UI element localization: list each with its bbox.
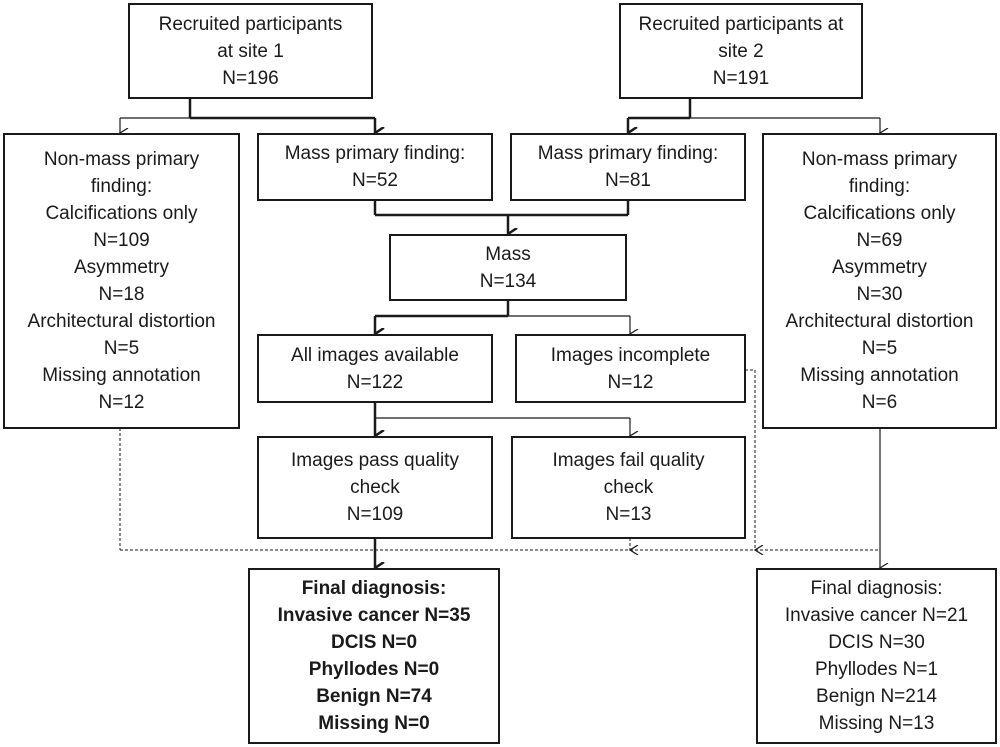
incomplete-line-2: N=12 <box>607 371 654 393</box>
images-incomplete-box: Images incomplete N=12 <box>515 334 746 403</box>
site2-nonmass-box: Non-mass primary finding: Calcifications… <box>762 133 997 429</box>
fail-quality-box: Images fail quality check N=13 <box>511 436 746 539</box>
final-right-line-5: Benign N=214 <box>816 686 937 707</box>
nonmass2-line-7: Architectural distortion <box>785 311 974 332</box>
final-diagnosis-mass-box: Final diagnosis: Invasive cancer N=35 DC… <box>248 568 500 744</box>
final-right-line-1: Final diagnosis: <box>810 578 943 599</box>
nonmass1-line-10: N=12 <box>98 392 145 413</box>
site2-mass-box: Mass primary finding: N=81 <box>510 133 746 201</box>
nonmass1-line-4: N=109 <box>93 230 150 251</box>
nonmass1-line-9: Missing annotation <box>42 365 201 386</box>
nonmass2-line-2: finding: <box>848 176 911 197</box>
final-right-line-6: Missing N=13 <box>818 713 935 734</box>
mass1-line-2: N=52 <box>352 170 398 191</box>
all-images-line-2: N=122 <box>346 371 404 393</box>
nonmass2-line-6: N=30 <box>856 284 903 305</box>
nonmass2-line-1: Non-mass primary <box>801 149 958 170</box>
final-right-line-3: DCIS N=30 <box>828 632 925 653</box>
nonmass2-line-5: Asymmetry <box>832 257 927 278</box>
site2-line-2: site 2 <box>718 40 764 62</box>
final-left-line-3: DCIS N=0 <box>330 632 418 653</box>
connector-quality-split <box>373 402 630 436</box>
site2-line-3: N=191 <box>712 67 770 89</box>
fail-qc-line-1: Images fail quality <box>552 450 705 471</box>
site1-line-1: Recruited participants <box>158 13 343 35</box>
incomplete-line-1: Images incomplete <box>550 344 711 366</box>
final-right-line-2: Invasive cancer N=21 <box>784 605 969 626</box>
nonmass1-line-2: finding: <box>90 176 153 197</box>
pass-quality-box: Images pass quality check N=109 <box>257 436 493 539</box>
nonmass2-line-9: Missing annotation <box>800 365 959 386</box>
site2-recruited-box: Recruited participants at site 2 N=191 <box>619 3 863 99</box>
fail-qc-line-3: N=13 <box>605 504 652 525</box>
final-left-line-1: Final diagnosis: <box>301 578 447 599</box>
mass1-line-1: Mass primary finding: <box>284 143 466 164</box>
site1-nonmass-box: Non-mass primary finding: Calcifications… <box>3 133 240 429</box>
mass2-line-1: Mass primary finding: <box>537 143 719 164</box>
fail-qc-line-2: check <box>603 477 654 498</box>
pass-qc-line-3: N=109 <box>346 504 404 525</box>
final-left-line-5: Benign N=74 <box>316 686 432 707</box>
mass-line-1: Mass <box>485 243 531 265</box>
final-left-line-2: Invasive cancer N=35 <box>277 605 471 626</box>
final-left-line-4: Phyllodes N=0 <box>308 659 440 680</box>
connector-site1-split <box>120 98 375 133</box>
nonmass1-line-7: Architectural distortion <box>27 311 216 332</box>
site2-line-1: Recruited participants at <box>638 13 844 35</box>
site1-line-2: at site 1 <box>217 40 284 62</box>
nonmass2-line-10: N=6 <box>861 392 898 413</box>
mass-combined-box: Mass N=134 <box>389 234 627 301</box>
final-left-line-6: Missing N=0 <box>318 713 430 734</box>
all-images-line-1: All images available <box>291 344 459 366</box>
nonmass1-line-8: N=5 <box>103 338 140 359</box>
connector-site2-split <box>626 98 880 133</box>
pass-qc-line-2: check <box>350 477 400 498</box>
mass2-line-2: N=81 <box>605 170 651 191</box>
nonmass2-line-4: N=69 <box>856 230 903 251</box>
nonmass2-line-8: N=5 <box>861 338 898 359</box>
site1-mass-box: Mass primary finding: N=52 <box>257 133 493 201</box>
connector-mass-split <box>373 300 630 334</box>
site1-line-3: N=196 <box>222 67 279 89</box>
all-images-box: All images available N=122 <box>257 334 493 403</box>
nonmass2-line-3: Calcifications only <box>803 203 956 224</box>
connector-merge-mass <box>373 200 630 234</box>
mass-line-2: N=134 <box>479 270 537 292</box>
nonmass1-line-6: N=18 <box>98 284 145 305</box>
connector-exclusions-dashed <box>119 369 880 568</box>
nonmass1-line-3: Calcifications only <box>45 203 198 224</box>
pass-qc-line-1: Images pass quality <box>291 450 459 471</box>
final-diagnosis-excluded-box: Final diagnosis: Invasive cancer N=21 DC… <box>756 568 997 744</box>
site1-recruited-box: Recruited participants at site 1 N=196 <box>128 3 373 99</box>
nonmass1-line-5: Asymmetry <box>74 257 169 278</box>
final-right-line-4: Phyllodes N=1 <box>814 659 939 680</box>
nonmass1-line-1: Non-mass primary <box>43 149 200 170</box>
